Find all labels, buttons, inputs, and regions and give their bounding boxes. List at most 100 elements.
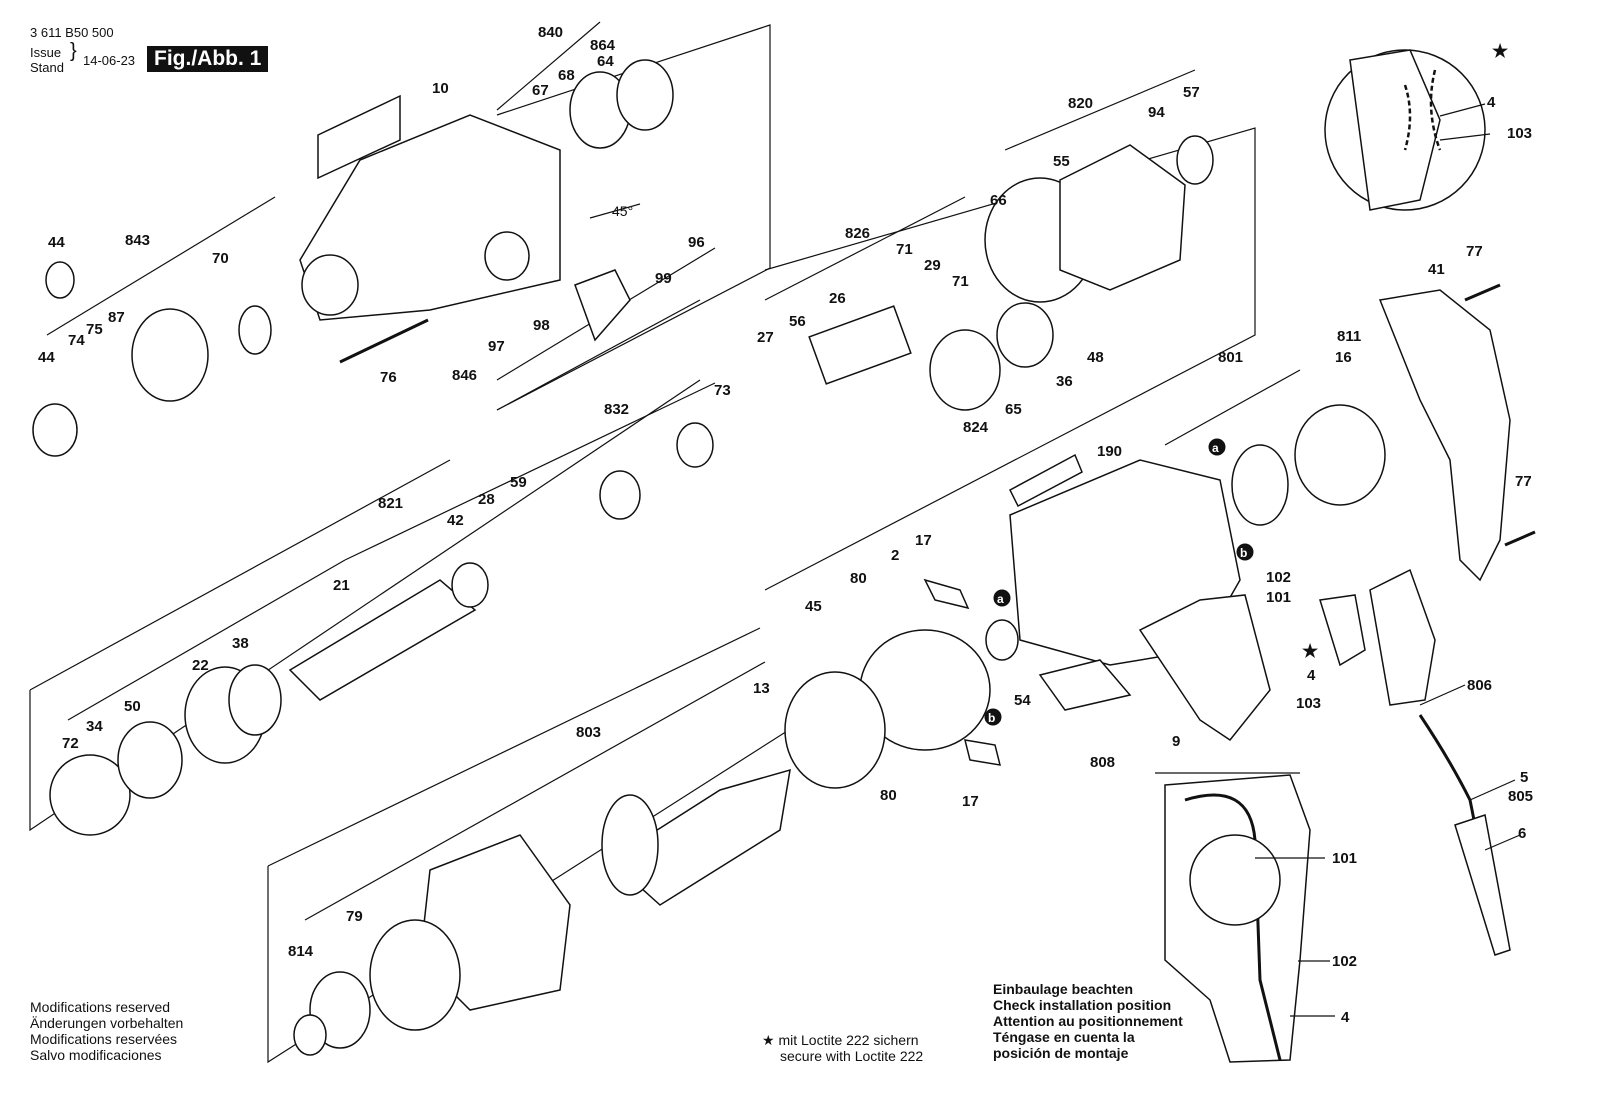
part-number-label: 71 — [896, 241, 913, 258]
housing-bore — [301, 254, 359, 316]
part-number-label: 101 — [1266, 589, 1291, 606]
bracket-832 — [344, 382, 716, 561]
label-plate — [317, 94, 401, 180]
screw — [1504, 530, 1536, 547]
marker-text: a — [997, 592, 1004, 606]
brush-holder-ring — [1294, 404, 1386, 506]
part-number-label: 72 — [62, 735, 79, 752]
stand-label: Stand — [30, 60, 64, 75]
part-number-label: 80 — [850, 570, 867, 587]
part-number-label: 68 — [558, 67, 575, 84]
part-number-label: 814 — [288, 943, 314, 960]
leader — [1419, 684, 1466, 706]
part-number-label: 840 — [538, 24, 563, 41]
installation-line: Einbaulage beachten — [993, 981, 1134, 997]
marker-text: b — [1240, 546, 1247, 560]
piston-tube — [808, 305, 912, 385]
modifications-line: Änderungen vorbehalten — [30, 1015, 184, 1031]
part-number-label: 57 — [1183, 84, 1200, 101]
bracket-803 — [304, 661, 766, 921]
part-number-label: 99 — [655, 270, 672, 287]
ring — [451, 562, 489, 608]
air-guide-ring — [784, 671, 886, 789]
part-number-label: 17 — [962, 793, 979, 810]
leader-lines — [1255, 103, 1521, 1017]
inset-commutator — [1189, 834, 1281, 926]
cable — [1418, 714, 1482, 851]
loctite-note: ★ mit Loctite 222 sichern secure with Lo… — [762, 1032, 923, 1064]
installation-line: posición de montaje — [993, 1045, 1129, 1061]
issue-label: Issue — [30, 45, 62, 60]
part-number-label: 55 — [1053, 153, 1070, 170]
dust-cap — [32, 403, 78, 457]
part-number-label: 5 — [1520, 769, 1528, 786]
part-number-label: 79 — [346, 908, 363, 925]
loctite-line: mit Loctite 222 sichern — [778, 1032, 919, 1048]
part-number-label: 41 — [1428, 261, 1445, 278]
fan — [601, 794, 659, 896]
part-number-label: 21 — [333, 577, 350, 594]
marker-a — [1208, 438, 1226, 456]
part-number-label: 97 — [488, 338, 505, 355]
part-number-label: 80 — [880, 787, 897, 804]
housing-window — [484, 231, 530, 281]
part-number-label: 824 — [963, 419, 989, 436]
part-number-label: 10 — [432, 80, 449, 97]
part-number-label: 71 — [952, 273, 969, 290]
part-number-label: 801 — [1218, 349, 1243, 366]
bracket-821 — [67, 559, 346, 721]
tool-holder-cap — [616, 59, 674, 131]
part-number-label: 103 — [1507, 125, 1532, 142]
part-number-label: 34 — [86, 718, 103, 735]
installation-note: Einbaulage beachten Check installation p… — [993, 981, 1183, 1061]
part-number-label: 13 — [753, 680, 770, 697]
installation-line: Attention au positionnement — [993, 1013, 1183, 1029]
brush-holder — [963, 739, 1002, 766]
part-number-label: 805 — [1508, 788, 1533, 805]
parts — [32, 49, 1536, 1063]
marker-text: a — [1212, 441, 1219, 455]
selector-knob — [574, 269, 631, 342]
part-number-label: 77 — [1466, 243, 1483, 260]
part-number-label: 44 — [48, 234, 65, 251]
part-number-label: 54 — [1014, 692, 1031, 709]
brace: } — [70, 40, 77, 62]
part-number-label: 44 — [38, 349, 55, 366]
frame-line — [267, 627, 761, 867]
part-number-label: 66 — [990, 192, 1007, 209]
cable-guard — [1454, 814, 1511, 956]
part-number-label: 42 — [447, 512, 464, 529]
sleeve — [599, 470, 641, 520]
part-number-label: 73 — [714, 382, 731, 399]
bracket-lines — [46, 21, 1301, 921]
star-icon: ★ — [1302, 641, 1319, 661]
rating-plate — [1038, 659, 1132, 711]
part-number-label: 826 — [845, 225, 870, 242]
part-number-label: 29 — [924, 257, 941, 274]
part-number-label: 17 — [915, 532, 932, 549]
part-number-label: 98 — [533, 317, 550, 334]
marker-b — [984, 708, 1002, 726]
part-number-label: 45 — [805, 598, 822, 615]
modifications-line: Salvo modificaciones — [30, 1047, 162, 1063]
switch — [1369, 568, 1436, 706]
part-number-label: 4 — [1307, 667, 1316, 684]
marker-b — [1236, 543, 1254, 561]
leader — [1439, 133, 1491, 141]
marker-a — [993, 589, 1011, 607]
part-number-label: 75 — [86, 321, 103, 338]
part-number-label: 803 — [576, 724, 601, 741]
bracket-826 — [764, 196, 966, 301]
part-number-label: 4 — [1341, 1009, 1350, 1026]
loctite-line: secure with Loctite 222 — [780, 1048, 924, 1064]
part-number-label: 38 — [232, 635, 249, 652]
part-number-label: 76 — [380, 369, 397, 386]
part-number-label: 811 — [1337, 328, 1361, 345]
part-number-label: 70 — [212, 250, 229, 267]
leader — [1484, 834, 1521, 851]
leader — [1439, 103, 1486, 117]
part-number-label: 846 — [452, 367, 477, 384]
part-number-label: 56 — [789, 313, 806, 330]
ring-54 — [985, 619, 1019, 661]
document-number: 3 611 B50 500 — [30, 25, 114, 40]
